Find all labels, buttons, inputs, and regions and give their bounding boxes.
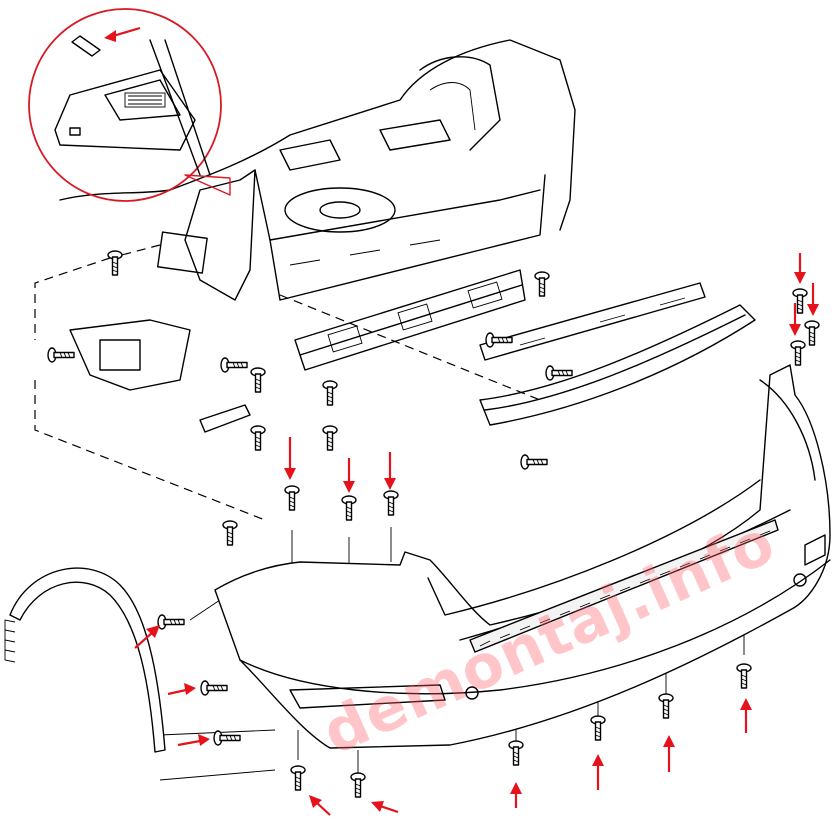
guide-lines bbox=[34, 244, 541, 521]
left-bracket bbox=[69, 319, 251, 433]
impact-beam bbox=[294, 269, 526, 371]
bumper-cover bbox=[214, 364, 831, 749]
trunk-body bbox=[59, 39, 576, 301]
taillight-inset bbox=[28, 8, 231, 202]
wheel-arch-trim bbox=[4, 567, 166, 753]
reinforcement-bar bbox=[479, 282, 756, 426]
fastener-arrows bbox=[104, 26, 819, 816]
